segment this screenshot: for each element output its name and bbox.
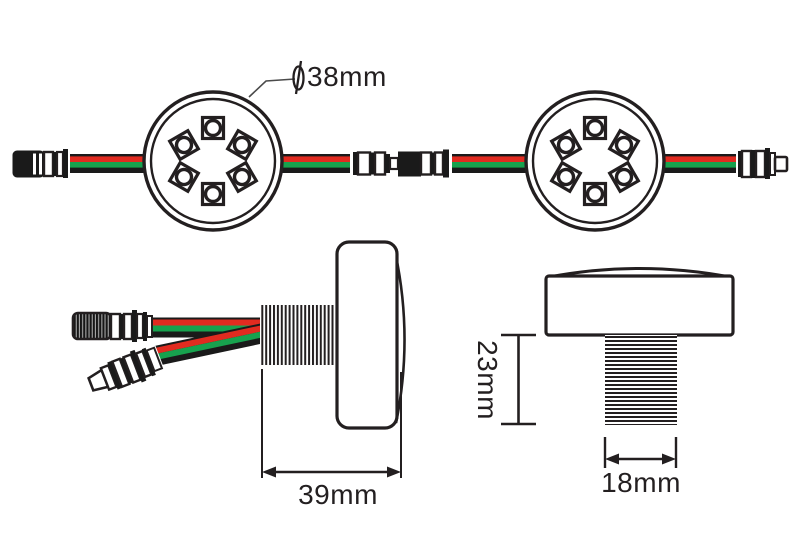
- ribbon-red-stripe: [146, 319, 266, 326]
- led: [200, 115, 226, 141]
- length-label: 39mm: [298, 479, 378, 510]
- led: [582, 115, 608, 141]
- dome-body-side: [335, 240, 399, 430]
- led: [582, 181, 608, 207]
- led: [200, 181, 226, 207]
- module-inner-ring: [149, 97, 277, 225]
- module-inner-ring: [531, 97, 659, 225]
- ribbon-green-stripe: [151, 330, 268, 361]
- side-view-upright: [501, 267, 735, 468]
- side-view-with-pigtails: [70, 240, 406, 478]
- ribbon-green-stripe: [146, 325, 266, 332]
- diameter-leader-line: [248, 78, 296, 98]
- dimension-39mm: [261, 369, 402, 478]
- dimension-18mm: [603, 437, 678, 468]
- ribbon-red-stripe: [150, 324, 267, 355]
- dome-body-upright: [544, 274, 735, 337]
- pigtail-male-connector: [82, 341, 166, 401]
- led-module-front-right: [524, 90, 666, 232]
- middle-connector-pair: [350, 148, 452, 179]
- threaded-stem-side: [260, 305, 334, 365]
- diameter-value: 38mm: [307, 61, 387, 92]
- diameter-label: 38mm: [291, 58, 387, 96]
- diameter-symbol-icon: [292, 60, 305, 95]
- pigtail-ribbon-diagonal: [149, 322, 270, 367]
- led-module-front-left: [142, 90, 284, 232]
- thread-width-label: 18mm: [601, 467, 681, 498]
- left-end-connector: [12, 148, 70, 178]
- height-label: 23mm: [472, 340, 503, 420]
- right-end-connector: [736, 148, 789, 179]
- pigtail-female-connector: [70, 309, 153, 343]
- dimension-23mm: [501, 333, 536, 426]
- threaded-stem-upright: [605, 335, 677, 425]
